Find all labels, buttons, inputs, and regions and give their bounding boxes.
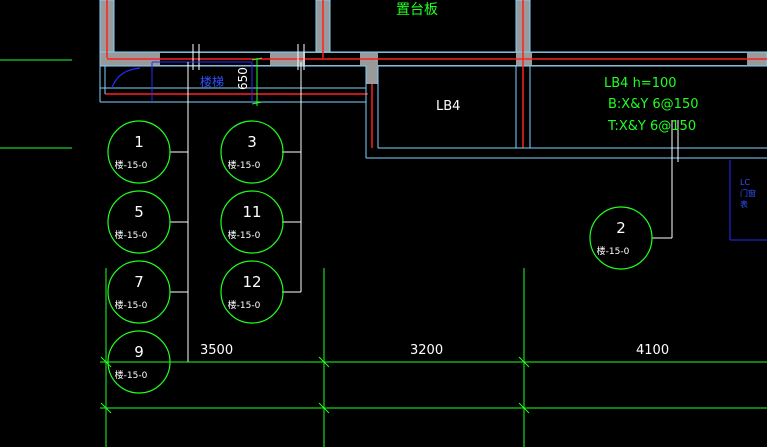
dim-3500: 3500 bbox=[200, 343, 233, 358]
svg-text:楼-15-0: 楼-15-0 bbox=[597, 245, 630, 257]
leader-lines bbox=[170, 62, 673, 363]
svg-text:楼-15-0: 楼-15-0 bbox=[228, 159, 261, 171]
svg-text:5: 5 bbox=[134, 203, 144, 221]
wall-structure bbox=[99, 0, 767, 162]
svg-text:3: 3 bbox=[247, 133, 257, 151]
slab-name-label: LB4 bbox=[436, 99, 460, 114]
dimension-650: 650 bbox=[236, 57, 263, 106]
svg-text:11: 11 bbox=[242, 203, 261, 221]
top-room-label: 置台板 bbox=[396, 2, 438, 18]
svg-text:1: 1 bbox=[134, 133, 144, 151]
section-marker: 11 楼-15-0 bbox=[220, 190, 284, 254]
right-note-box: LC 门窗 表 bbox=[729, 160, 767, 241]
svg-text:7: 7 bbox=[134, 273, 144, 291]
svg-text:门窗: 门窗 bbox=[740, 188, 756, 198]
slab-spec-2: B:X&Y 6@150 bbox=[608, 97, 699, 112]
svg-text:楼-15-0: 楼-15-0 bbox=[115, 369, 148, 381]
blue-note: 楼梯 bbox=[200, 74, 224, 89]
section-marker: 12 楼-15-0 bbox=[220, 260, 284, 324]
slab-spec-3: T:X&Y 6@150 bbox=[607, 119, 696, 134]
svg-text:楼-15-0: 楼-15-0 bbox=[228, 229, 261, 241]
svg-text:2: 2 bbox=[616, 219, 626, 237]
dim-650-label: 650 bbox=[236, 67, 250, 90]
section-marker: 7 楼-15-0 bbox=[107, 260, 171, 324]
svg-text:9: 9 bbox=[134, 343, 144, 361]
svg-text:LC: LC bbox=[740, 178, 750, 187]
svg-text:12: 12 bbox=[242, 273, 261, 291]
svg-text:表: 表 bbox=[740, 199, 748, 209]
dim-4100: 4100 bbox=[636, 343, 669, 358]
dim-3200: 3200 bbox=[410, 343, 443, 358]
svg-text:楼-15-0: 楼-15-0 bbox=[115, 229, 148, 241]
slab-spec-1: LB4 h=100 bbox=[604, 76, 677, 91]
section-marker: 1 楼-15-0 bbox=[107, 120, 171, 184]
stair-detail: 楼梯 bbox=[111, 61, 253, 102]
section-marker: 2 楼-15-0 bbox=[589, 206, 653, 270]
axis-grid bbox=[100, 268, 767, 447]
section-marker: 5 楼-15-0 bbox=[107, 190, 171, 254]
svg-text:楼-15-0: 楼-15-0 bbox=[115, 299, 148, 311]
svg-text:楼-15-0: 楼-15-0 bbox=[115, 159, 148, 171]
section-marker: 3 楼-15-0 bbox=[220, 120, 284, 184]
section-marker: 9 楼-15-0 bbox=[107, 330, 171, 394]
svg-text:楼-15-0: 楼-15-0 bbox=[228, 299, 261, 311]
